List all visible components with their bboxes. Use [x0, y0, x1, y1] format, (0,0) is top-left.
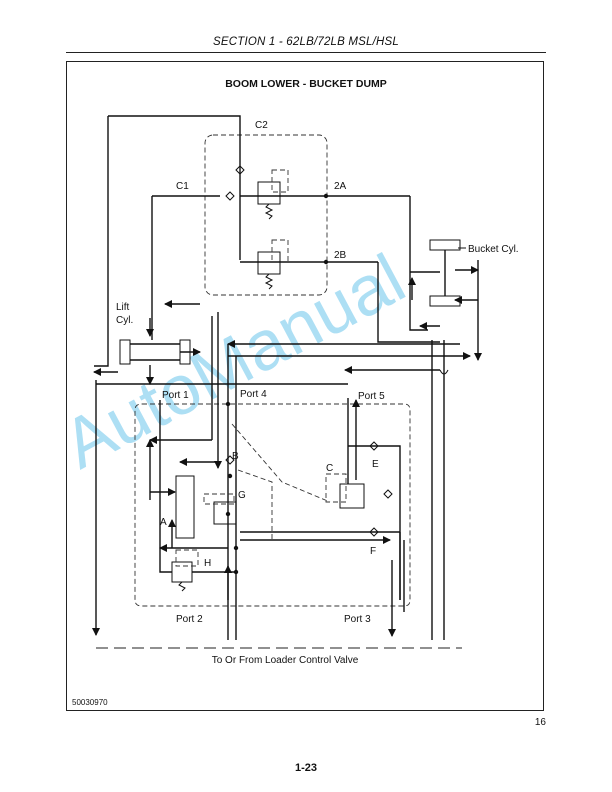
diagram-caption: To Or From Loader Control Valve [212, 655, 359, 666]
section-header: SECTION 1 - 62LB/72LB MSL/HSL [212, 36, 400, 48]
junction-b [227, 473, 233, 479]
label-2b: 2B [334, 250, 347, 261]
junction-2a [323, 193, 329, 199]
label-f: F [370, 546, 376, 557]
label-2a: 2A [334, 181, 347, 192]
relief-valve-2b [257, 251, 281, 275]
valve-c [339, 483, 365, 509]
label-c: C [326, 463, 333, 474]
check-c1 [225, 191, 235, 201]
label-port5: Port 5 [358, 391, 385, 402]
junction-port4 [225, 401, 231, 407]
label-cyl: Cyl. [116, 315, 133, 326]
lift-cylinder-left [119, 339, 131, 365]
return-line-left [94, 116, 109, 367]
line-2b-to-bucket [377, 262, 440, 343]
label-bucket-cyl: Bucket Cyl. [468, 244, 519, 255]
valve-h-pilot [175, 549, 199, 567]
junction-2b [323, 259, 329, 265]
valve-c-pilot [325, 473, 347, 503]
return-line-top [108, 115, 241, 160]
spool-a [175, 475, 195, 539]
junction-f [233, 545, 239, 551]
label-port3: Port 3 [344, 614, 371, 625]
valve-g-pilot [203, 493, 235, 505]
label-h: H [204, 558, 211, 569]
dashed-pilot-b-c [231, 423, 331, 503]
check-e2 [383, 489, 393, 499]
label-port1: Port 1 [162, 390, 189, 401]
spring-2b [264, 273, 274, 290]
junction-g [225, 511, 231, 517]
bucket-cylinder-upper [429, 239, 461, 251]
relief-valve-2a-pilot [271, 169, 289, 193]
page-number: 16 [534, 717, 546, 728]
check-b [225, 455, 235, 465]
header-rule [66, 52, 546, 53]
label-c1: C1 [176, 181, 189, 192]
label-e: E [372, 459, 379, 470]
label-g: G [238, 490, 246, 501]
loop-right [439, 369, 449, 375]
diagram-title: BOOM LOWER - BUCKET DUMP [225, 78, 387, 90]
upper-valve-housing [204, 134, 328, 296]
line-h [159, 520, 172, 573]
label-b: B [232, 451, 239, 462]
figure-frame [66, 61, 544, 711]
bucket-cylinder-lower [429, 295, 461, 307]
spring-2a [264, 203, 274, 220]
spring-h [178, 581, 186, 592]
dashed-pilot-b [237, 469, 273, 540]
label-c2: C2 [255, 120, 268, 131]
junction-h [233, 569, 239, 575]
label-lift: Lift [116, 302, 130, 313]
relief-valve-2b-pilot [271, 239, 289, 263]
label-port2: Port 2 [176, 614, 203, 625]
label-port4: Port 4 [240, 389, 267, 400]
check-c2 [235, 165, 245, 175]
figure-number: 50030970 [72, 698, 108, 707]
valve-h [171, 561, 193, 583]
page-footer: 1-23 [294, 762, 318, 774]
label-a: A [160, 517, 167, 528]
control-valve-housing [134, 403, 411, 607]
relief-valve-2a [257, 181, 281, 205]
valve-g [213, 501, 237, 525]
line-2a-to-bucket [409, 196, 428, 331]
